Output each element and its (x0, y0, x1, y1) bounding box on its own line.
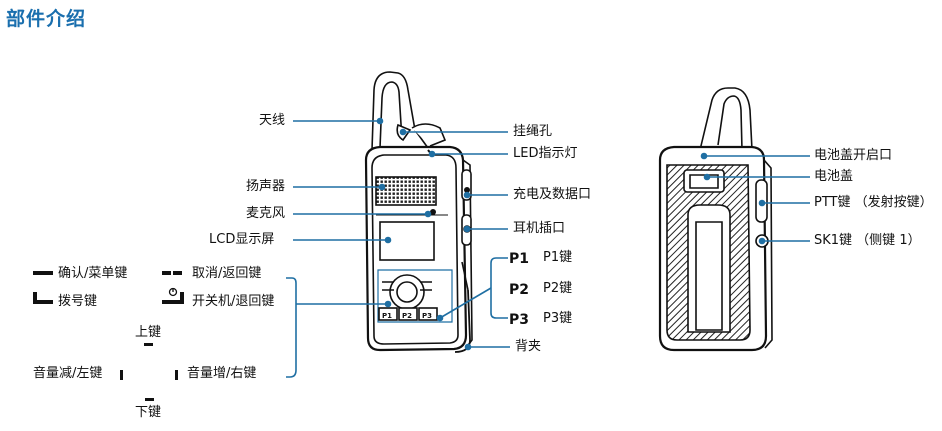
svg-text:P2: P2 (402, 312, 412, 320)
p2-glyph: P2 (509, 282, 529, 298)
label-vol-down-left-key: 音量减/左键 (33, 366, 103, 381)
right-key-glyph (175, 370, 178, 380)
label-vol-up-right-key: 音量增/右键 (187, 366, 257, 381)
p3-glyph: P3 (509, 312, 529, 328)
label-down-key: 下键 (135, 405, 162, 420)
label-power-back-key: 开关机/退回键 (192, 294, 275, 309)
p1-glyph: P1 (509, 251, 529, 267)
power-key-glyph (162, 292, 184, 304)
label-antenna: 天线 (259, 113, 286, 128)
label-earphone-jack: 耳机插口 (513, 221, 566, 236)
label-lanyard-hole: 挂绳孔 (513, 124, 553, 139)
p-key-glyphs: P1 P2 P3 (509, 251, 529, 328)
label-p2-key: P2键 (543, 281, 573, 296)
label-sk1-key: SK1键 （侧键 1） (814, 233, 921, 248)
label-cancel-back-key: 取消/返回键 (192, 266, 262, 281)
label-ok-menu-key: 确认/菜单键 (58, 266, 128, 281)
keypad-legend-glyphs (33, 271, 184, 401)
label-p1-key: P1键 (543, 250, 573, 265)
label-microphone: 麦克风 (246, 206, 286, 221)
label-speaker: 扬声器 (246, 179, 286, 194)
label-up-key: 上键 (135, 325, 162, 340)
speaker-grille (375, 176, 437, 206)
cancel-key-glyph-b (173, 271, 182, 275)
svg-text:P1: P1 (382, 312, 392, 320)
label-ptt-key: PTT键 （发射按键） (814, 195, 933, 210)
label-p3-key: P3键 (543, 311, 573, 326)
ok-menu-key-glyph (33, 271, 53, 275)
label-charge-port: 充电及数据口 (513, 187, 592, 202)
up-key-glyph (144, 343, 153, 346)
label-battery-cover: 电池盖 (814, 169, 854, 184)
front-callouts (286, 117, 510, 378)
down-key-glyph (145, 398, 154, 401)
label-lcd: LCD显示屏 (209, 232, 275, 247)
dial-key-glyph (33, 292, 53, 304)
label-belt-clip: 背夹 (515, 339, 542, 354)
back-callouts (700, 152, 810, 245)
page-title: 部件介绍 (6, 8, 87, 30)
label-led: LED指示灯 (513, 146, 578, 161)
label-battery-cover-release: 电池盖开启口 (814, 148, 893, 163)
left-key-glyph (120, 370, 123, 380)
label-dial-key: 拨号键 (58, 294, 98, 309)
svg-text:P3: P3 (422, 312, 432, 320)
front-radio-illustration: P1 P2 P3 (364, 71, 473, 353)
back-radio-illustration (658, 87, 773, 352)
cancel-key-glyph-a (162, 271, 171, 275)
